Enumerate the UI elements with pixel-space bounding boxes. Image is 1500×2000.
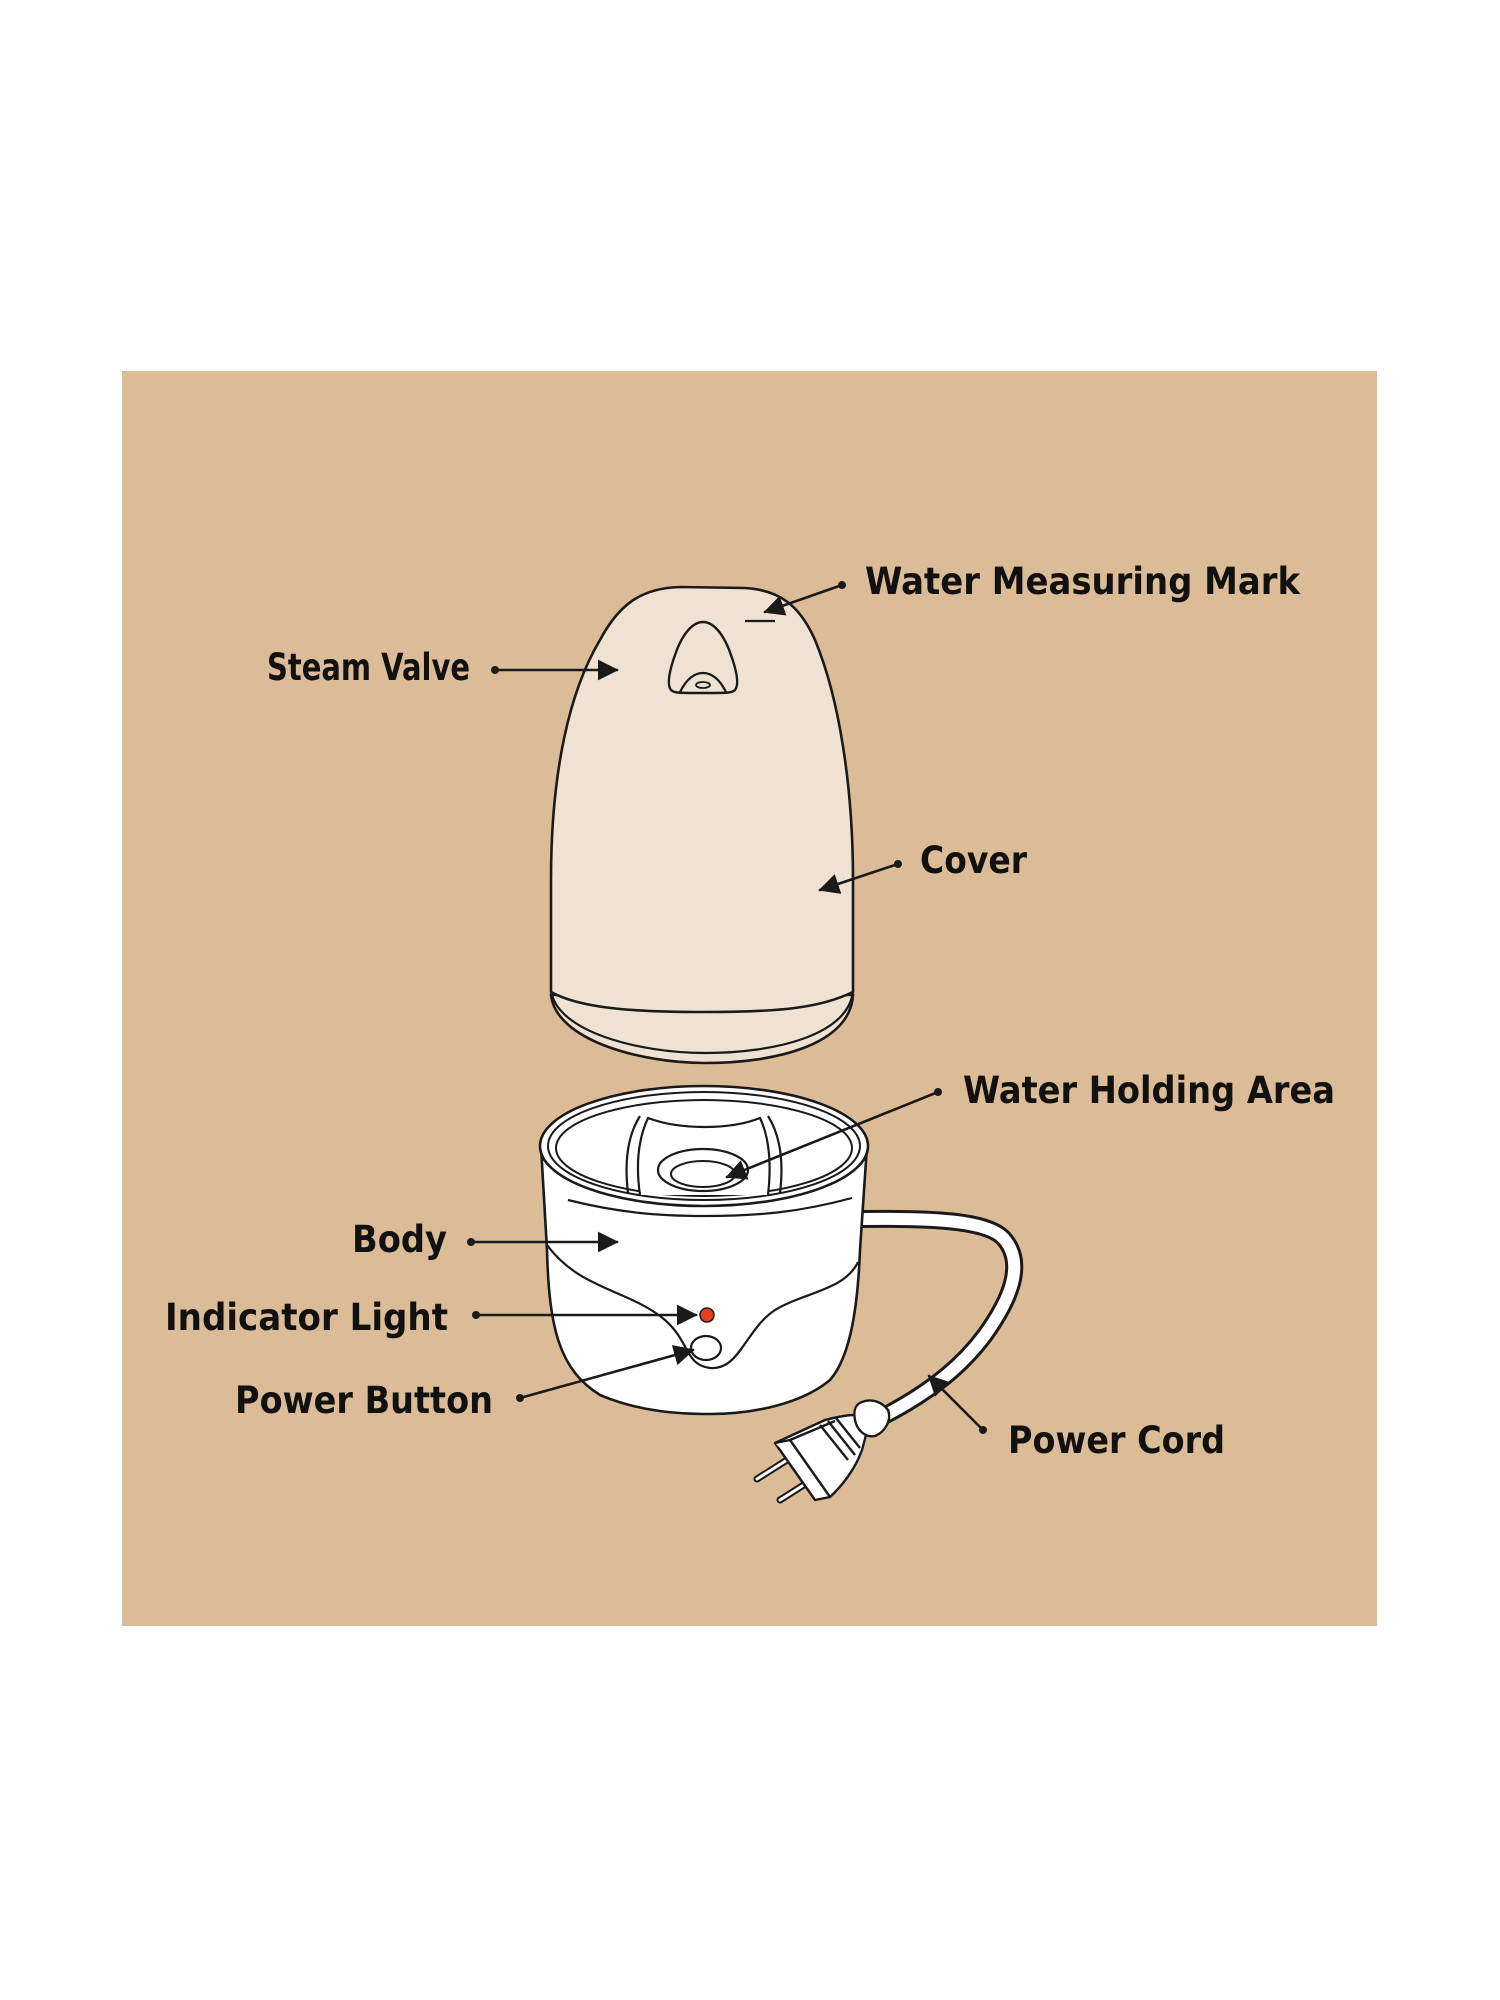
body-illustration [538,1084,1024,1427]
steam-valve-icon [667,620,739,695]
label-water-holding-area: Water Holding Area [963,1069,1335,1112]
label-steam-valve: Steam Valve [267,646,470,689]
leader-lines [467,581,987,1434]
power-button-icon [689,1334,723,1362]
label-indicator-light: Indicator Light [165,1296,448,1339]
label-water-measuring-mark: Water Measuring Mark [865,560,1301,603]
label-body: Body [352,1218,447,1261]
cover-illustration [549,585,855,1065]
label-cover: Cover [920,839,1028,882]
label-power-button: Power Button [235,1379,493,1422]
indicator-light-icon [699,1307,715,1323]
plug-icon [753,1399,891,1504]
label-power-cord: Power Cord [1008,1419,1225,1462]
